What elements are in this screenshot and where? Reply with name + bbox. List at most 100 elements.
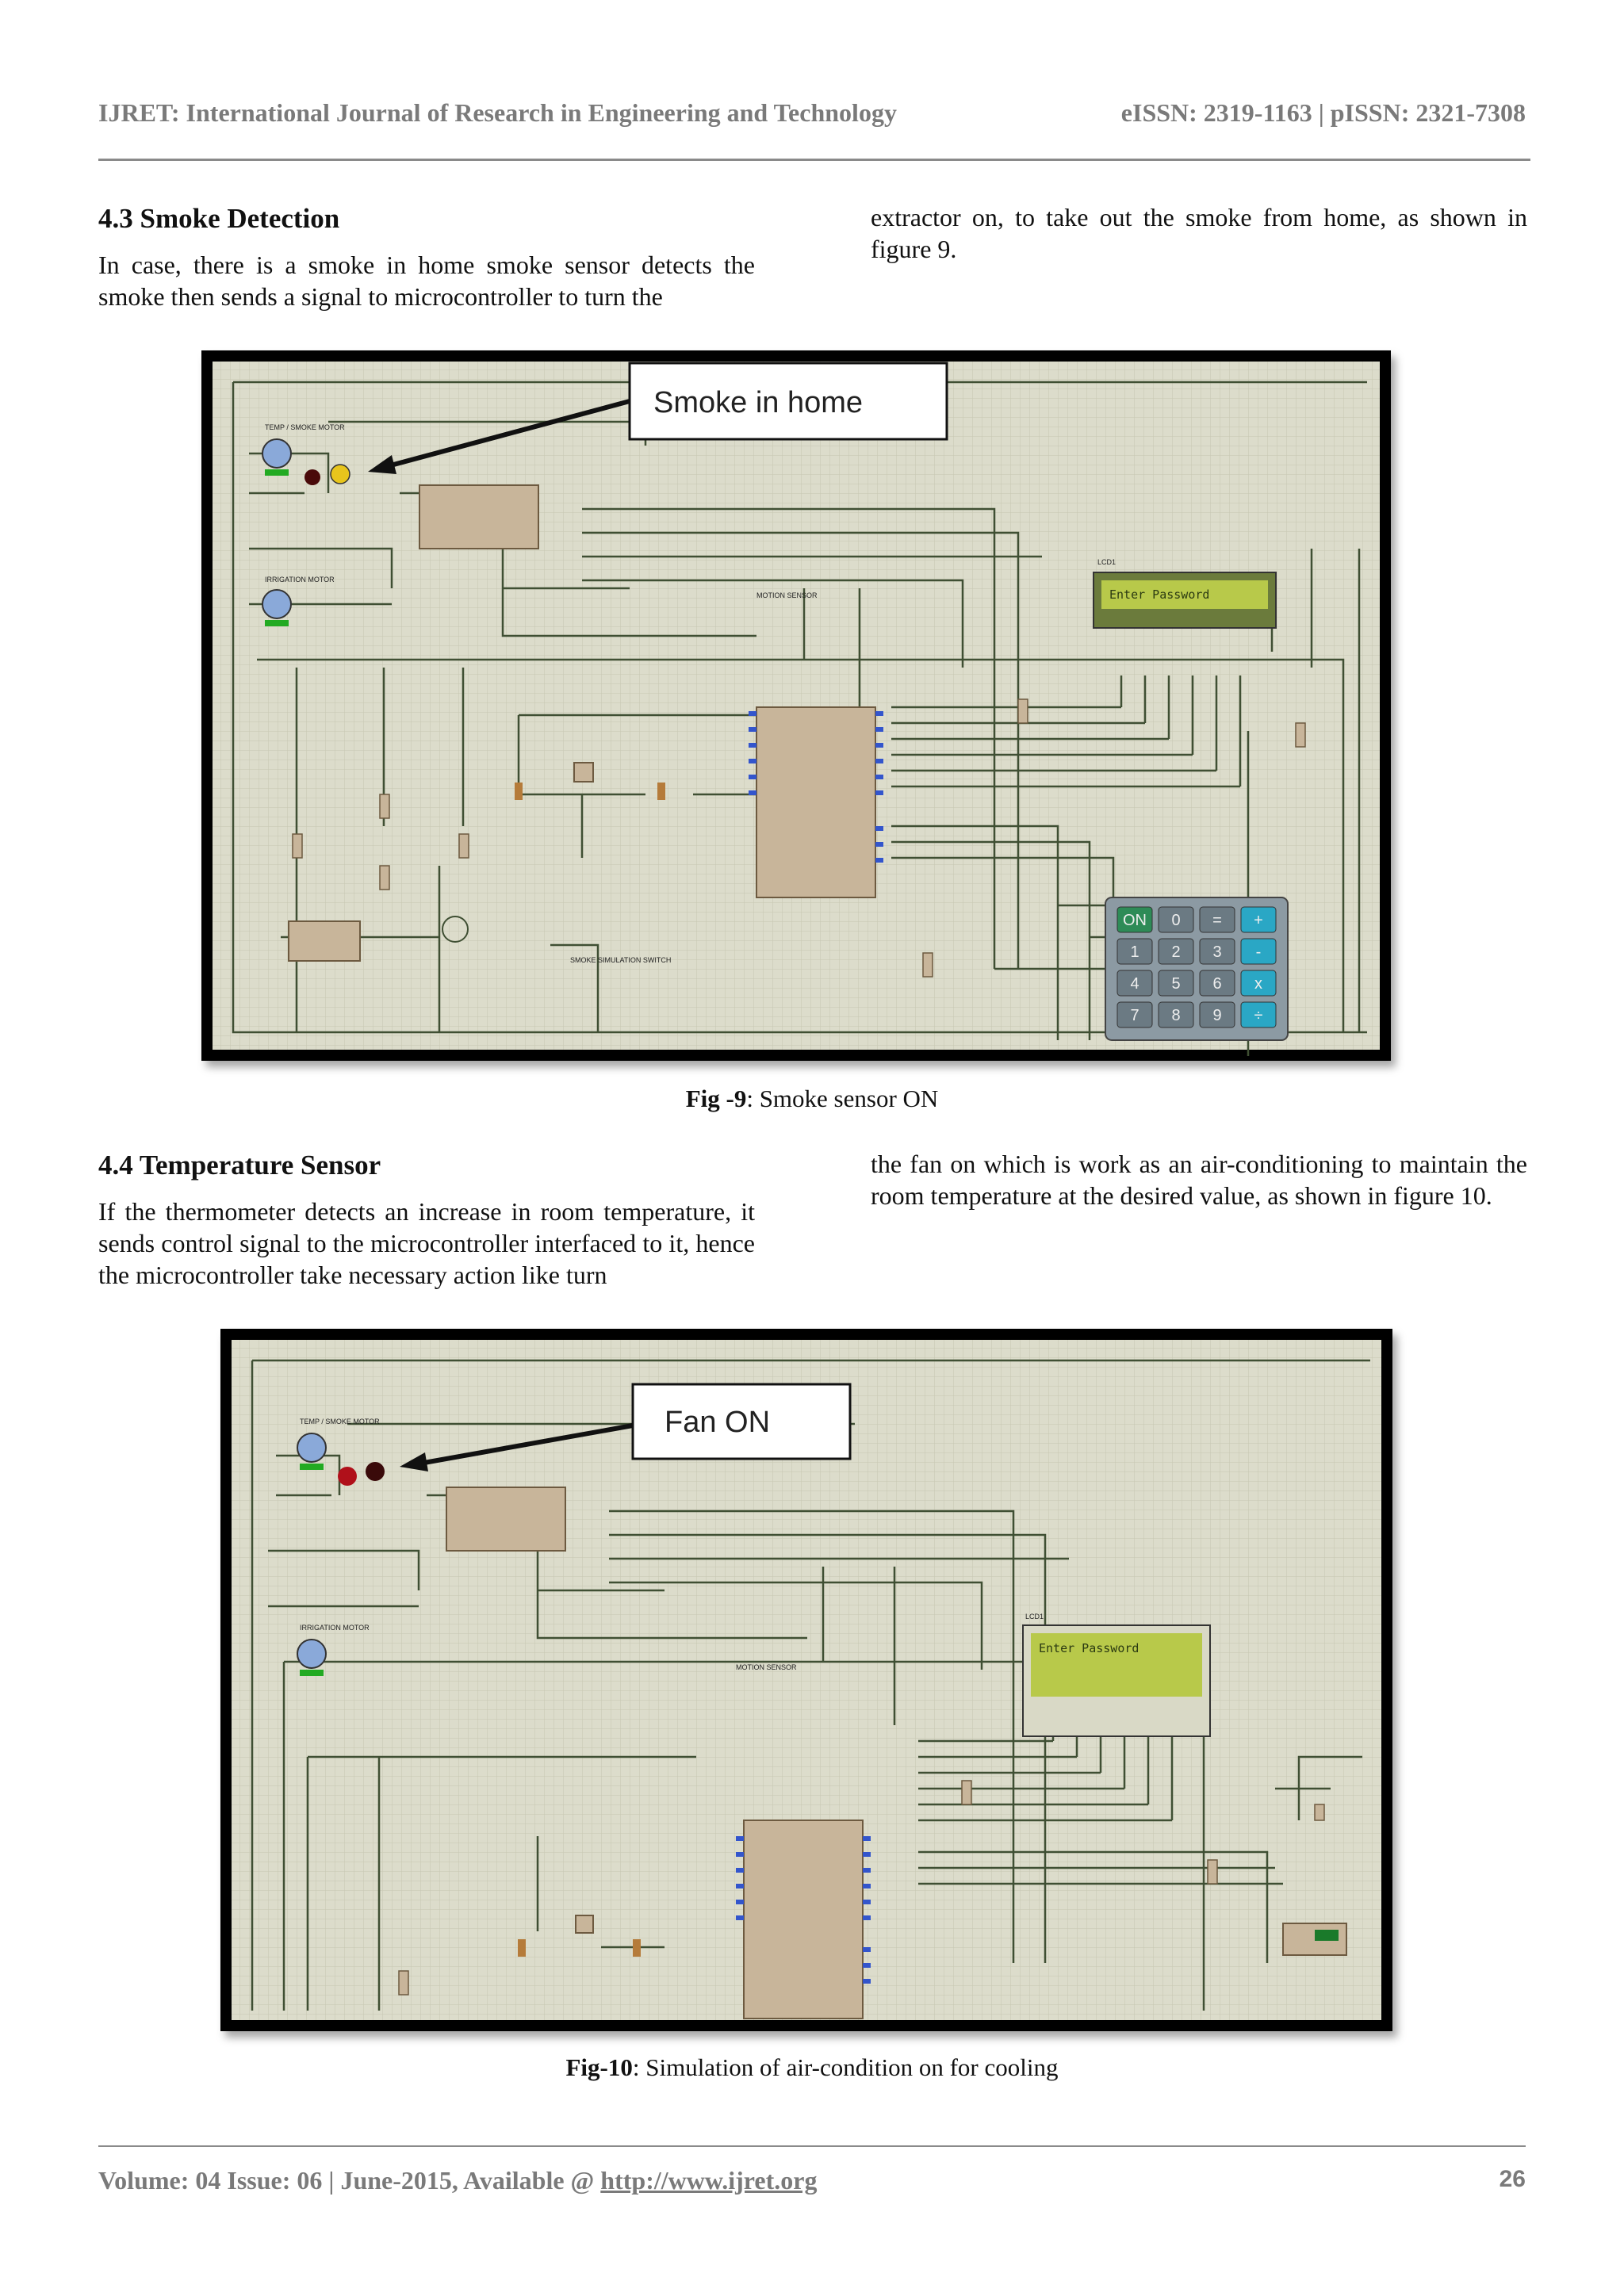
temp-smoke-motor: TEMP / SMOKE MOTOR: [262, 423, 350, 485]
mcu-pins: [749, 711, 883, 863]
lcd-screen: [1031, 1633, 1202, 1697]
keypad-key: [1240, 1001, 1277, 1028]
figure-9-schematic: TEMP / SMOKE MOTOR IRRIGATION MOTOR MOTI…: [201, 350, 1391, 1061]
section-4-4-right-column: the fan on which is work as an air-condi…: [871, 1148, 1527, 1211]
lcd-label: LCD1: [1097, 558, 1116, 566]
lcd-screen: [1101, 580, 1268, 609]
footer-volume-text: Volume: 04 Issue: 06 | June-2015, Availa…: [98, 2166, 601, 2195]
optocoupler: [288, 920, 361, 962]
section-4-3-paragraph-left: In case, there is a smoke in home smoke …: [98, 251, 755, 311]
keypad-key: [1240, 938, 1277, 965]
temp-motor-label: TEMP / SMOKE MOTOR: [300, 1418, 380, 1425]
wires: [251, 1359, 1370, 2011]
smoke-switch-label: SMOKE SIMULATION SWITCH: [570, 956, 671, 964]
irrigation-motor-label: IRRIGATION MOTOR: [300, 1624, 370, 1632]
keypad-key: [1158, 938, 1194, 965]
section-4-3-title: 4.3 Smoke Detection: [98, 203, 340, 234]
keypad-key: [1158, 970, 1194, 997]
section-4-4-paragraph-right: the fan on which is work as an air-condi…: [871, 1150, 1527, 1210]
header-rule: [98, 159, 1530, 161]
keypad-key: [1240, 906, 1277, 933]
smoke-callout-text: Smoke in home: [653, 386, 863, 419]
keypad-key: [1116, 906, 1153, 933]
figure-10-svg: TEMP / SMOKE MOTOR IRRIGATION MOTOR MOTI…: [232, 1340, 1381, 2020]
keypad-key: [1116, 938, 1153, 965]
keypad-key-label: 7: [1130, 1007, 1139, 1024]
section-4-4-left-column: 4.4 Temperature Sensor If the thermomete…: [98, 1150, 755, 1291]
figure-10-caption: Fig-10: Simulation of air-condition on f…: [0, 2053, 1624, 2082]
keypad-key: [1199, 970, 1235, 997]
capacitor-c2: [515, 783, 523, 800]
keypad-key-label: 2: [1171, 943, 1180, 961]
running-header: IJRET: International Journal of Research…: [98, 98, 1526, 130]
irrigation-motor-label: IRRIGATION MOTOR: [265, 576, 335, 584]
keypad-key-label: 6: [1212, 975, 1221, 993]
keypad-key-label: 3: [1212, 943, 1221, 961]
driver-chip: [446, 1487, 566, 1552]
keypad-key-label: 1: [1130, 943, 1139, 961]
keypad-key-label: 9: [1212, 1007, 1221, 1024]
irrigation-motor: IRRIGATION MOTOR: [262, 576, 335, 626]
motion-sensor-label: MOTION SENSOR: [736, 1663, 797, 1671]
temp-motor-label: TEMP / SMOKE MOTOR: [265, 423, 345, 431]
transistor: [442, 916, 469, 943]
figure-10-schematic: TEMP / SMOKE MOTOR IRRIGATION MOTOR MOTI…: [220, 1329, 1392, 2031]
callout-arrow: [375, 399, 630, 472]
page-number: 26: [1499, 2166, 1526, 2192]
journal-name: IJRET: International Journal of Research…: [98, 98, 897, 127]
capacitor-c2: [518, 1939, 526, 1957]
lcd-text: Enter Password: [1109, 587, 1209, 602]
mcu-pins: [736, 1836, 871, 1984]
fan-callout-text: Fan ON: [665, 1406, 770, 1439]
section-4-3-right-column: extractor on, to take out the smoke from…: [871, 201, 1527, 265]
running-footer: Volume: 04 Issue: 06 | June-2015, Availa…: [98, 2166, 1526, 2198]
crystal: [575, 1915, 594, 1934]
keypad-key-label: 0: [1171, 912, 1180, 929]
crystal: [573, 762, 594, 783]
lcd-text: Enter Password: [1039, 1641, 1139, 1655]
footer-volume: Volume: 04 Issue: 06 | June-2015, Availa…: [98, 2166, 817, 2195]
keypad-key-label: x: [1254, 975, 1262, 993]
keypad-key-label: ON: [1123, 912, 1147, 929]
fan-callout-box: [631, 1383, 852, 1460]
resistors: [292, 698, 1306, 978]
figure-9-caption-label: Fig -9: [685, 1085, 747, 1112]
keypad-key-label: =: [1212, 912, 1222, 929]
figure-9-caption: Fig -9: Smoke sensor ON: [0, 1085, 1624, 1113]
figure-10-caption-text: : Simulation of air-condition on for coo…: [632, 2053, 1059, 2081]
motion-sensor-label: MOTION SENSOR: [756, 591, 818, 599]
keypad-key-label: 4: [1130, 975, 1139, 993]
keypad-key: [1116, 1001, 1153, 1028]
section-4-3-left-column: 4.3 Smoke Detection In case, there is a …: [98, 203, 755, 312]
callout-arrow: [410, 1423, 634, 1468]
resistors: [398, 1780, 1325, 1996]
capacitor-c1: [633, 1939, 641, 1957]
journal-link[interactable]: http://www.ijret.org: [600, 2166, 818, 2195]
temp-smoke-motor: TEMP / SMOKE MOTOR: [297, 1418, 385, 1486]
issn-text: eISSN: 2319-1163 | pISSN: 2321-7308: [1120, 98, 1526, 127]
keypad-key-label: ÷: [1254, 1007, 1263, 1024]
microcontroller-chip: [743, 1820, 864, 2019]
keypad-key: [1199, 1001, 1235, 1028]
lcd-label: LCD1: [1025, 1613, 1044, 1621]
keypad-key: [1116, 970, 1153, 997]
microcontroller-chip: [756, 706, 876, 898]
keypad-key: [1240, 970, 1277, 997]
keypad-key: [1199, 906, 1235, 933]
section-4-3-paragraph-right: extractor on, to take out the smoke from…: [871, 203, 1527, 263]
keypad-key: [1158, 906, 1194, 933]
figure-9-svg: TEMP / SMOKE MOTOR IRRIGATION MOTOR MOTI…: [213, 362, 1380, 1056]
keypad-key-label: -: [1256, 943, 1262, 961]
figure-10-caption-label: Fig-10: [565, 2053, 633, 2081]
keypad-key-label: +: [1254, 912, 1263, 929]
section-4-4-title: 4.4 Temperature Sensor: [98, 1150, 381, 1181]
irrigation-motor: IRRIGATION MOTOR: [297, 1624, 370, 1676]
figure-9-caption-text: : Smoke sensor ON: [746, 1085, 939, 1112]
capacitor-c1: [657, 783, 665, 800]
keypad-key-label: 5: [1171, 975, 1180, 993]
smoke-callout-box: [628, 362, 948, 441]
driver-chip: [419, 484, 539, 549]
keypad-keys: ON 0 = +1 2 3 - 4 5 6 x 7 8 9 ÷: [1116, 906, 1277, 1028]
section-4-4-paragraph-left: If the thermometer detects an increase i…: [98, 1197, 755, 1289]
keypad-key-label: 8: [1171, 1007, 1180, 1024]
